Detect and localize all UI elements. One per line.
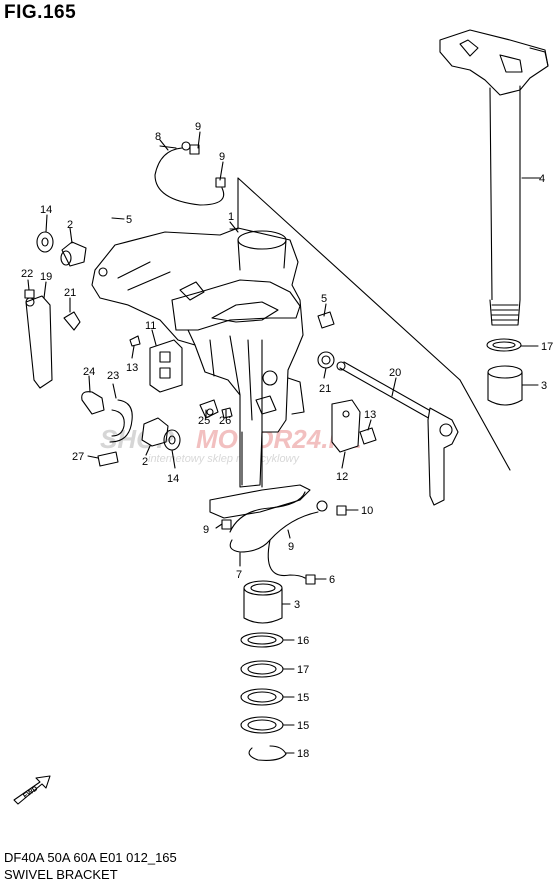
bottom-stack bbox=[240, 580, 287, 761]
tilt-lever bbox=[336, 361, 459, 506]
callout-8: 9 bbox=[288, 541, 294, 553]
callout-14-b: 14 bbox=[167, 473, 179, 485]
callout-11: 11 bbox=[145, 320, 156, 332]
callout-18: 18 bbox=[297, 748, 309, 760]
callout-14-a: 14 bbox=[40, 204, 52, 216]
callout-15-a: 15 bbox=[297, 692, 309, 704]
callout-25: 25 bbox=[198, 415, 210, 427]
callout-12: 12 bbox=[336, 471, 348, 483]
callout-13-a: 13 bbox=[126, 362, 138, 374]
right-fittings bbox=[317, 311, 335, 369]
callout-5-a: 5 bbox=[126, 214, 132, 226]
callout-27: 27 bbox=[72, 451, 84, 463]
plate-right bbox=[331, 399, 377, 453]
figure-name: SWIVEL BRACKET bbox=[4, 867, 118, 882]
watermark-tagline: internetowy sklep motocyklowy bbox=[148, 453, 301, 465]
callout-1: 1 bbox=[228, 211, 234, 223]
callout-21-a: 21 bbox=[64, 287, 76, 299]
callout-3-a: 3 bbox=[541, 380, 547, 392]
figure-code: DF40A 50A 60A E01 012_165 bbox=[4, 850, 177, 865]
leader-lines bbox=[27, 131, 539, 754]
small-fittings bbox=[199, 399, 233, 419]
callout-labels: 4 1 8 9 9 5 14 2 22 19 21 11 13 24 23 27… bbox=[21, 121, 553, 760]
fwd-arrow-icon: FWD bbox=[13, 775, 51, 805]
callout-10: 9 bbox=[203, 524, 209, 536]
callout-20: 20 bbox=[389, 367, 401, 379]
callout-6: 8 bbox=[155, 131, 161, 143]
callout-19: 19 bbox=[40, 271, 52, 283]
callout-17-a: 17 bbox=[541, 341, 553, 353]
watermark: SHOP MOTOR24.PL internetowy sklep motocy… bbox=[100, 424, 362, 465]
bushings-right bbox=[486, 338, 523, 406]
callout-24: 24 bbox=[83, 366, 95, 378]
callout-5-b: 5 bbox=[321, 293, 327, 305]
plate-left bbox=[24, 289, 81, 389]
callout-9-d: 6 bbox=[329, 574, 335, 586]
swivel-bracket-body bbox=[91, 227, 305, 488]
ground-wire-upper bbox=[154, 141, 226, 206]
callout-9-b: 9 bbox=[219, 151, 225, 163]
steering-shaft bbox=[439, 29, 549, 326]
bushing-lower bbox=[97, 417, 181, 467]
callout-15-b: 15 bbox=[297, 720, 309, 732]
figure-title: FIG.165 bbox=[4, 2, 77, 23]
callout-26: 26 bbox=[219, 415, 231, 427]
clips bbox=[81, 391, 133, 443]
callout-23: 23 bbox=[107, 370, 119, 382]
callout-13-b: 13 bbox=[364, 409, 376, 421]
callout-16: 16 bbox=[297, 635, 309, 647]
callout-2-b: 2 bbox=[142, 456, 148, 468]
callout-7: 7 bbox=[236, 569, 242, 581]
callout-22: 22 bbox=[21, 268, 33, 280]
callout-9-c: 10 bbox=[361, 505, 373, 517]
callout-4: 4 bbox=[539, 173, 545, 185]
fwd-label: FWD bbox=[22, 785, 39, 800]
callout-9-a: 9 bbox=[195, 121, 201, 133]
callout-2-a: 2 bbox=[67, 219, 73, 231]
stay-bracket bbox=[129, 335, 183, 393]
guide-lines bbox=[237, 177, 511, 471]
callout-17-b: 17 bbox=[297, 664, 309, 676]
callout-21-b: 21 bbox=[319, 383, 331, 395]
lower-tube bbox=[209, 431, 311, 519]
callout-3-b: 3 bbox=[294, 599, 300, 611]
bushing-upper bbox=[36, 231, 87, 267]
